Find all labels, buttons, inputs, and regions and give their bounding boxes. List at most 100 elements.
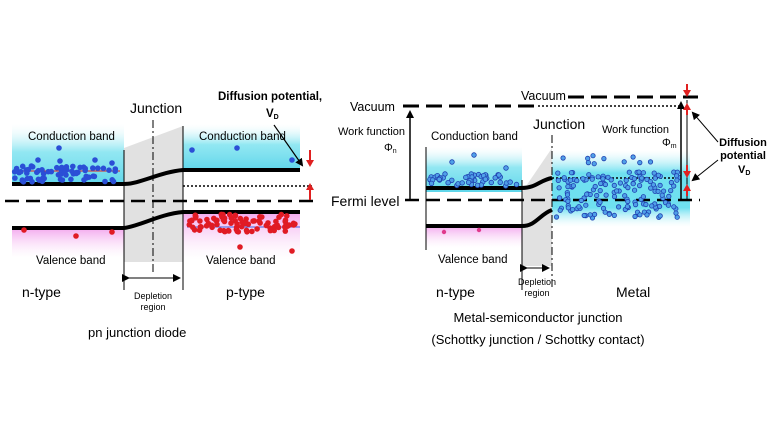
electron (482, 176, 489, 182)
electron (671, 183, 677, 189)
hole (244, 229, 250, 235)
electron (70, 163, 76, 170)
hole (211, 215, 217, 222)
ms-conduction-band-label: Conduction band (431, 131, 518, 143)
hole (228, 220, 234, 226)
diffusion-red-arrows (306, 150, 314, 200)
hole (73, 233, 79, 239)
hole (259, 214, 265, 220)
hole (237, 244, 243, 250)
electron (601, 156, 607, 162)
electron (20, 179, 27, 185)
electron (35, 176, 42, 183)
electron (556, 195, 563, 201)
electron (597, 188, 603, 194)
hole (226, 211, 233, 218)
hole (290, 222, 297, 228)
p-valence-band-label: Valence band (206, 255, 275, 267)
electron (632, 213, 638, 220)
pn-diffusion-title: Diffusion potential, (218, 91, 322, 103)
electron (659, 192, 665, 198)
diffusion-pointer-arrow (273, 124, 304, 167)
hole (188, 217, 195, 224)
electron (100, 165, 107, 172)
electron (77, 164, 83, 171)
hole (209, 222, 215, 229)
electron (603, 192, 609, 198)
electron (561, 175, 567, 181)
hole (267, 227, 274, 234)
hole (198, 224, 204, 230)
electron (665, 202, 672, 208)
ms-diffusion-indicators (683, 84, 719, 200)
electron (234, 145, 240, 151)
electron (631, 176, 638, 182)
electron (650, 182, 657, 188)
hole (289, 248, 295, 254)
electron (13, 165, 20, 172)
electron (584, 191, 590, 197)
electron (673, 173, 680, 179)
vacuum-label-right: Vacuum (521, 89, 566, 103)
ms-caption-line-1: Metal-semiconductor junction (453, 310, 622, 325)
electron (623, 177, 629, 183)
electron (637, 212, 643, 218)
electron (12, 175, 18, 181)
electron (580, 176, 586, 182)
electron (189, 147, 195, 153)
electron (674, 177, 680, 183)
electron (565, 205, 571, 211)
electron (657, 213, 663, 219)
hole (214, 221, 220, 228)
electron (57, 158, 63, 164)
work-function-n-symbol: Φn (384, 142, 397, 155)
electron (56, 145, 62, 151)
electron (503, 165, 509, 171)
pn-junction-label: Junction (130, 100, 182, 116)
electron (624, 204, 631, 210)
electron (626, 169, 632, 175)
electron (600, 176, 606, 182)
hole (265, 220, 271, 226)
hole (21, 227, 27, 233)
electron (58, 164, 65, 171)
electron (19, 163, 26, 170)
electron (553, 214, 560, 220)
electron (459, 180, 465, 186)
electron (109, 177, 115, 183)
metal-semiconductor-diagram: Vacuum Vacuum Work function Φn Work func… (331, 84, 767, 347)
electron (68, 176, 74, 183)
electron (449, 177, 455, 183)
electron (585, 160, 592, 166)
n-valence-band-label: Valence band (36, 255, 105, 267)
electron (585, 155, 591, 161)
electron (449, 159, 455, 165)
electron (637, 160, 643, 166)
electron (611, 194, 618, 200)
electron (555, 177, 561, 183)
hole (190, 224, 196, 231)
electron (513, 181, 520, 188)
ms-depletion-label-1: Depletion (518, 277, 556, 287)
electron (655, 188, 661, 194)
ms-diffusion-label-2: potential (720, 150, 766, 162)
pn-diffusion-symbol: VD (266, 108, 279, 121)
electron (591, 161, 597, 167)
electron (613, 188, 620, 194)
p-conduction-region (183, 124, 300, 170)
electron (556, 185, 562, 191)
n-type-label: n-type (22, 284, 61, 300)
ms-depletion-region (522, 148, 552, 266)
hole (222, 228, 228, 235)
electron (59, 177, 66, 183)
hole (282, 228, 289, 234)
electron (617, 180, 624, 186)
electron (565, 184, 571, 190)
electron (82, 167, 88, 174)
ms-valence-region (426, 226, 522, 248)
hole (243, 216, 249, 222)
ms-n-type-label: n-type (436, 284, 475, 300)
pn-depletion-label-1: Depletion (134, 291, 172, 301)
electron (24, 175, 31, 182)
depletion-region (124, 126, 183, 262)
